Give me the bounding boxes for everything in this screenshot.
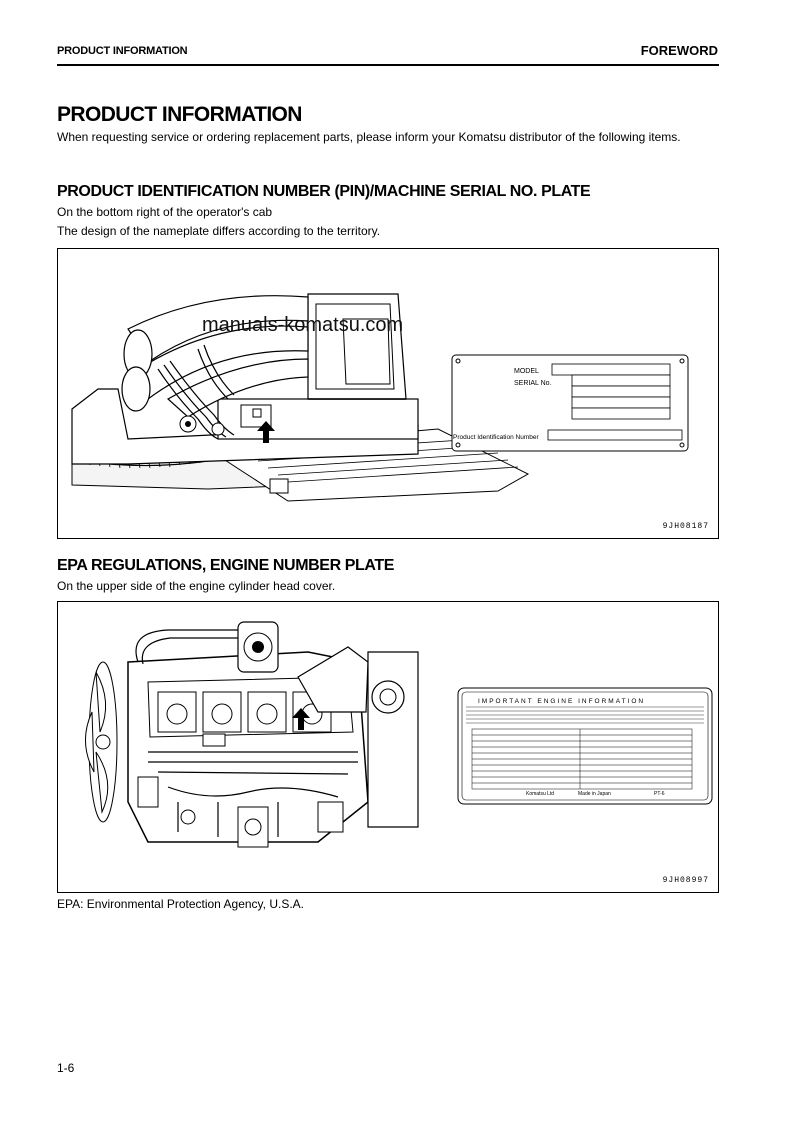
- plate-pin-label: Product Identification Number: [453, 434, 539, 441]
- section1-line2: The design of the nameplate differs acco…: [57, 224, 381, 238]
- section1-line1: On the bottom right of the operator's ca…: [57, 205, 273, 219]
- figure2-code: 9JH08997: [662, 876, 709, 885]
- section2-line1: On the upper side of the engine cylinder…: [57, 579, 336, 593]
- intro-text: When requesting service or ordering repl…: [57, 130, 681, 144]
- engine-plate-origin: Made in Japan: [578, 791, 611, 797]
- engine-plate-code: PT-6: [654, 791, 665, 797]
- header-rule: [57, 64, 719, 66]
- section1-heading: PRODUCT IDENTIFICATION NUMBER (PIN)/MACH…: [57, 183, 591, 200]
- section2-heading: EPA REGULATIONS, ENGINE NUMBER PLATE: [57, 557, 395, 574]
- page-title: PRODUCT INFORMATION: [57, 103, 302, 126]
- epa-note: EPA: Environmental Protection Agency, U.…: [57, 897, 305, 911]
- excavator-cab-illustration: MODEL SERIAL No. Product Identification …: [71, 293, 689, 502]
- engine-plate-maker: Komatsu Ltd: [526, 791, 554, 797]
- header-chapter: FOREWORD: [640, 43, 718, 58]
- plate-serial-label: SERIAL No.: [514, 380, 552, 387]
- engine-plate-title: IMPORTANT ENGINE INFORMATION: [478, 698, 645, 705]
- figure1-code: 9JH08187: [662, 522, 709, 531]
- engine-illustration: IMPORTANT ENGINE INFORMATION Komatsu Ltd…: [84, 621, 713, 848]
- header-section: PRODUCT INFORMATION: [57, 45, 188, 57]
- watermark: manuals-komatsu.com: [202, 314, 404, 336]
- plate-model-label: MODEL: [514, 368, 539, 375]
- figure-serial-plate: MODEL SERIAL No. Product Identification …: [57, 248, 719, 539]
- figure-engine-plate: IMPORTANT ENGINE INFORMATION Komatsu Ltd…: [57, 601, 719, 893]
- page-number: 1-6: [57, 1061, 75, 1075]
